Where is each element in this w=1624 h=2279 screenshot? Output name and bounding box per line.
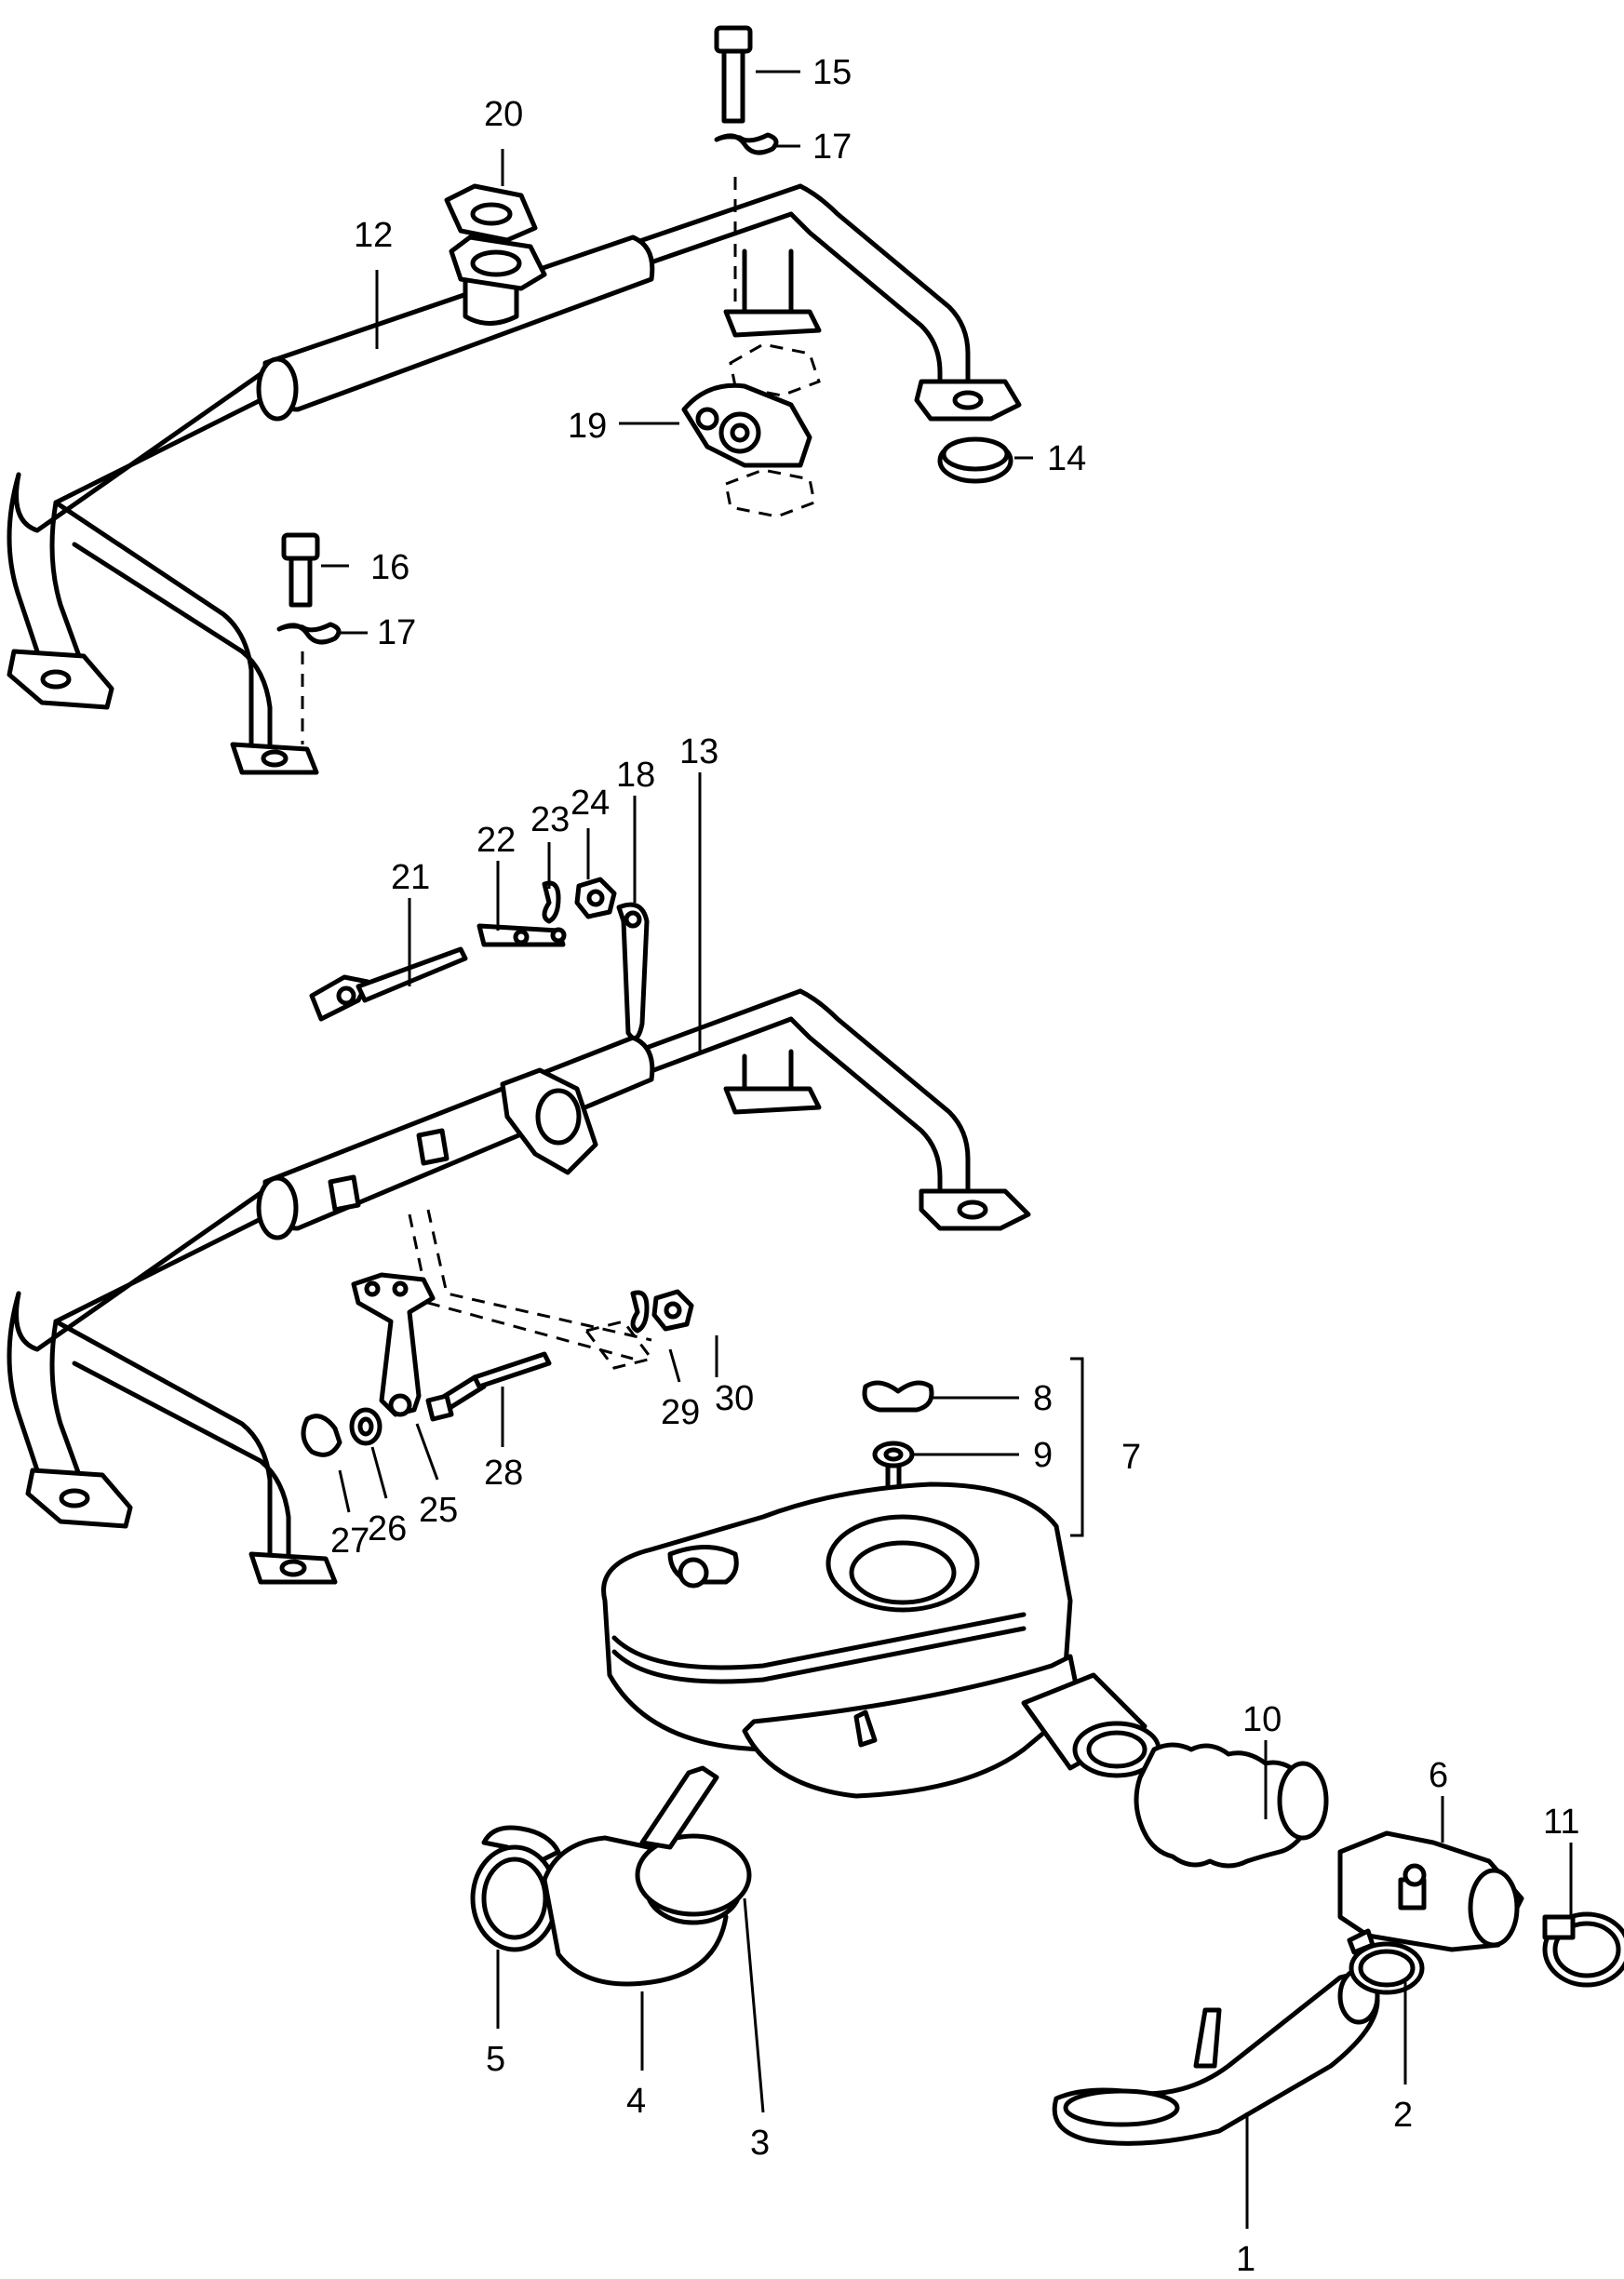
callout-9: 9 [1033,1436,1053,1475]
valve-19 [681,342,821,518]
callout-10: 10 [1242,1700,1282,1739]
bellows-10 [1134,1742,1329,1869]
callout-26: 26 [368,1509,407,1548]
callout-12: 12 [354,216,393,255]
washer-9 [872,1441,915,1468]
callout-28: 28 [484,1454,523,1493]
callout-23: 23 [530,800,570,839]
callout-5: 5 [486,2040,505,2079]
callout-25: 25 [419,1491,458,1530]
nut-24 [574,877,617,919]
callout-19: 19 [568,407,607,446]
mixture-housing-6 [1337,1830,1524,1952]
callout-17-lower: 17 [377,613,416,652]
callout-22: 22 [476,821,516,860]
hose-clamp-11 [1542,1911,1624,1988]
callout-3: 3 [750,2124,770,2163]
bolt-15 [714,25,753,124]
circlip-27 [301,1414,342,1457]
bracket-25 [351,1272,436,1417]
clip-23 [542,880,567,944]
callout-20: 20 [484,95,523,134]
callout-11: 11 [1543,1803,1579,1842]
sleeve-29 [584,1320,654,1370]
hose-clamp-3 [635,1765,752,1917]
callout-2: 2 [1393,2096,1413,2135]
callout-29: 29 [661,1393,700,1432]
lever-22 [476,923,566,947]
callout-labels: 15 17 20 12 19 14 16 17 21 22 23 24 18 1… [330,53,1579,2279]
callout-16: 16 [370,548,409,587]
callout-6: 6 [1429,1756,1448,1795]
seal-ring-14 [937,436,1013,484]
warm-air-pipe-1 [1052,1967,1380,2146]
lock-washer-17a [714,132,779,155]
rod-21 [309,946,468,1022]
bolt-16 [281,532,320,608]
leader-lines [321,70,1573,2229]
clip-29 [630,1290,650,1334]
lock-washer-17b [276,622,342,645]
preheat-pipe-upper [7,177,1022,775]
hose-clamp-2 [1347,1928,1425,1995]
callout-13: 13 [679,732,718,771]
callout-7: 7 [1121,1438,1141,1477]
callout-17-upper: 17 [812,127,852,167]
callout-14: 14 [1047,439,1086,478]
gasket-20 [444,183,538,243]
callout-30: 30 [715,1379,754,1418]
stud-28 [425,1351,552,1422]
callout-18: 18 [616,756,655,795]
group-bracket-7 [1070,1357,1084,1537]
callout-24: 24 [570,784,610,823]
callout-15: 15 [812,53,852,92]
callout-21: 21 [391,858,430,897]
callout-4: 4 [626,2082,646,2121]
preheat-pipe-lower [7,988,1031,1585]
callout-27: 27 [330,1522,369,1561]
callout-1: 1 [1236,2240,1255,2279]
nut-30 [651,1289,694,1332]
link-18 [616,902,650,1041]
callout-8: 8 [1033,1379,1053,1418]
air-cleaner-7 [601,1481,1161,1799]
washer-26 [349,1407,383,1446]
wing-nut-8 [862,1380,934,1413]
